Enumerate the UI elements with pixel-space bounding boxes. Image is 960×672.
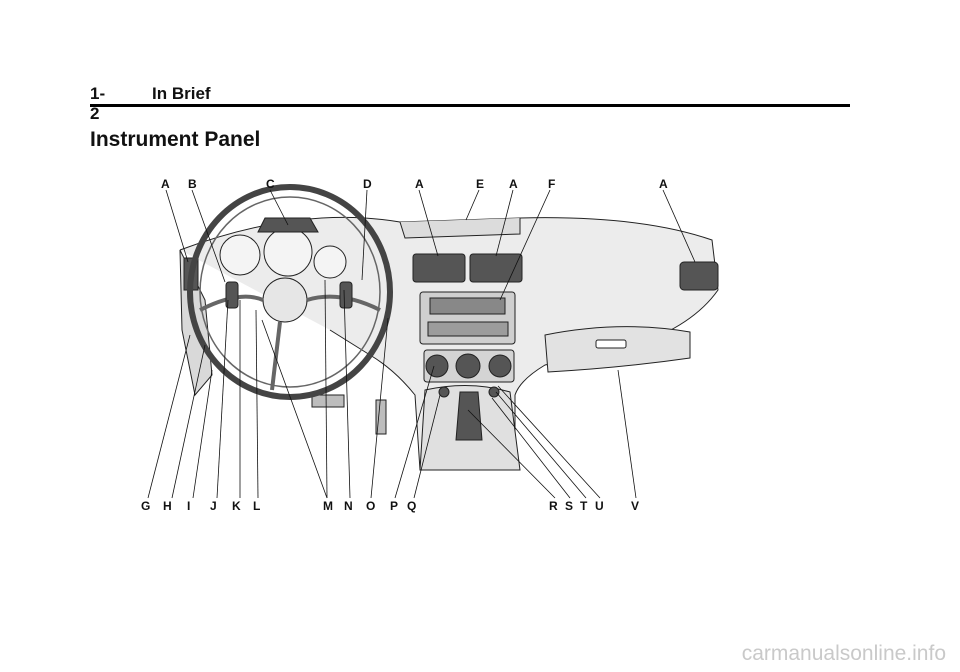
- bottom-callout-n-7: N: [344, 499, 353, 513]
- top-callout-c-2: C: [266, 177, 275, 191]
- bottom-callout-m-6: M: [323, 499, 333, 513]
- top-callout-a-4: A: [415, 177, 424, 191]
- top-callout-f-7: F: [548, 177, 555, 191]
- chapter-title: In Brief: [152, 84, 211, 103]
- section-number: 1-2: [90, 84, 106, 123]
- bottom-callout-r-11: R: [549, 499, 558, 513]
- callout-leaders: [147, 189, 696, 499]
- bottom-callout-l-5: L: [253, 499, 260, 513]
- glove-box: [544, 326, 691, 373]
- shift-lever: [455, 391, 483, 441]
- top-callout-e-5: E: [476, 177, 484, 191]
- bottom-callout-h-1: H: [163, 499, 172, 513]
- page-title: Instrument Panel: [90, 128, 261, 151]
- bottom-callout-v-15: V: [631, 499, 639, 513]
- top-callout-a-0: A: [161, 177, 170, 191]
- instrument-cluster: [219, 217, 347, 279]
- bottom-callout-o-8: O: [366, 499, 375, 513]
- brake-pedal: [311, 394, 345, 408]
- top-callout-d-3: D: [363, 177, 372, 191]
- right-vent: [679, 261, 719, 291]
- header-rule: [90, 104, 850, 107]
- center-vent-left: [412, 253, 466, 283]
- center-vent-right: [469, 253, 523, 283]
- bottom-callout-q-10: Q: [407, 499, 416, 513]
- bottom-callout-t-13: T: [580, 499, 588, 513]
- accelerator-pedal: [375, 399, 387, 435]
- top-callout-a-8: A: [659, 177, 668, 191]
- bottom-callout-j-3: J: [210, 499, 217, 513]
- watermark: carmanualsonline.info: [741, 642, 946, 665]
- bottom-callout-g-0: G: [141, 499, 150, 513]
- bottom-callout-u-14: U: [595, 499, 604, 513]
- bottom-callout-s-12: S: [565, 499, 573, 513]
- top-callout-a-6: A: [509, 177, 518, 191]
- bottom-callout-i-2: I: [187, 499, 190, 513]
- bottom-callout-p-9: P: [390, 499, 398, 513]
- bottom-callout-k-4: K: [232, 499, 241, 513]
- top-callout-b-1: B: [188, 177, 197, 191]
